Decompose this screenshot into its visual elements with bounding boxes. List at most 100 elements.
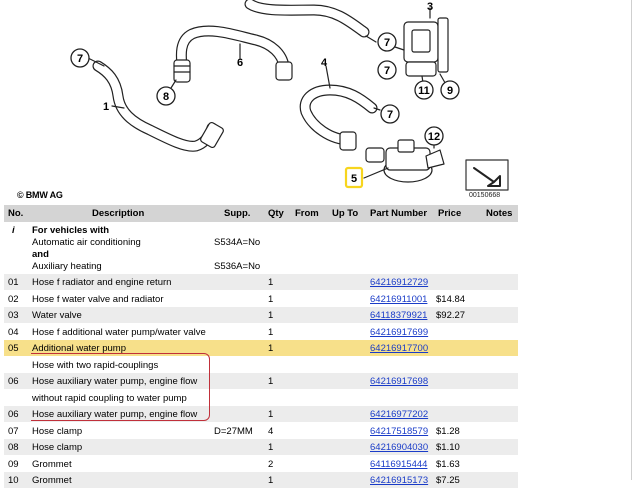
svg-text:7: 7	[384, 37, 390, 49]
row-number: 04	[8, 326, 19, 338]
row-description: Additional water pump	[32, 343, 126, 354]
row-number: 08	[8, 442, 19, 453]
row-supplement: D=27MM	[214, 425, 253, 437]
row-quantity: 1	[268, 442, 274, 453]
callout-11[interactable]: 11	[414, 80, 434, 100]
svg-text:7: 7	[387, 109, 393, 121]
table-row[interactable]: 04 Hose f additional water pump/water val…	[4, 324, 518, 340]
table-row[interactable]: 06 Hose auxiliary water pump, engine flow…	[4, 373, 518, 389]
col-upto-header: Up To	[332, 208, 359, 219]
row-quantity: 1	[268, 409, 274, 420]
svg-text:7: 7	[77, 53, 83, 65]
part-number-link[interactable]: 64216917700	[370, 343, 429, 354]
row-quantity: 4	[268, 425, 274, 437]
condition-aux-heating-code: S536A=No	[214, 261, 261, 272]
row-number: 03	[8, 310, 19, 321]
row-quantity: 1	[268, 293, 274, 305]
row-description: Hose f water valve and radiator	[32, 293, 164, 305]
part-number-link[interactable]: 64118379921	[370, 310, 428, 321]
row-quantity: 1	[268, 343, 274, 354]
col-part-header: Part Number	[370, 208, 428, 219]
row-number: 06	[8, 376, 19, 387]
col-price-header: Price	[438, 208, 462, 219]
row-quantity: 1	[268, 376, 274, 387]
callout-7-c[interactable]: 7	[380, 104, 400, 124]
row-description: Hose auxiliary water pump, engine flow	[32, 376, 198, 387]
svg-text:5: 5	[351, 173, 357, 185]
condition-ac-code: S534A=No	[214, 237, 261, 248]
part-number-link[interactable]: 64216904030	[370, 442, 429, 453]
vehicle-condition-block: i For vehicles with Automatic air condit…	[4, 222, 518, 274]
callout-9[interactable]: 9	[440, 80, 460, 100]
callout-5-highlighted[interactable]: 5	[344, 166, 364, 189]
callout-7-d[interactable]: 7	[377, 60, 397, 80]
callout-7-a[interactable]: 7	[70, 48, 90, 68]
row-description: Water valve	[32, 310, 82, 321]
table-row[interactable]: without rapid coupling to water pump	[4, 390, 518, 406]
row-description: Hose with two rapid-couplings	[32, 359, 159, 371]
part-number-link[interactable]: 64216917698	[370, 376, 429, 387]
row-description: without rapid coupling to water pump	[32, 392, 187, 404]
callout-12[interactable]: 12	[424, 126, 444, 146]
parts-diagram: 7 7 6 4 7 7 8 1 3 11 9 12 5 © BMW AG 001…	[0, 0, 520, 204]
col-notes-header: Notes	[486, 208, 513, 219]
row-quantity: 1	[268, 475, 274, 486]
col-qty-header: Qty	[268, 208, 284, 219]
col-supp-header: Supp.	[224, 208, 251, 219]
col-no-header: No.	[8, 208, 24, 219]
part-number-link[interactable]: 64216912729	[370, 277, 429, 288]
svg-text:12: 12	[428, 131, 440, 143]
table-header: No. Description Supp. Qty From Up To Par…	[4, 205, 518, 222]
svg-text:6: 6	[237, 57, 243, 69]
callout-3[interactable]: 3	[427, 1, 433, 13]
table-row[interactable]: Hose with two rapid-couplings	[4, 357, 518, 373]
row-number: 10	[8, 475, 19, 486]
col-description-header: Description	[92, 208, 145, 219]
copyright-text: © BMW AG	[17, 190, 63, 200]
callout-1[interactable]: 1	[103, 101, 109, 113]
row-description: Grommet	[32, 458, 72, 470]
row-description: Hose f radiator and engine return	[32, 277, 172, 288]
svg-text:11: 11	[418, 85, 430, 97]
row-number: 01	[8, 277, 19, 288]
row-number: 05	[8, 343, 19, 354]
row-number: 06	[8, 409, 19, 420]
condition-and: and	[32, 249, 49, 260]
part-number-link[interactable]: 64216917699	[370, 326, 429, 338]
row-price: $14.84	[436, 293, 466, 305]
condition-aux-heating: Auxiliary heating	[32, 261, 102, 272]
row-price: $1.10	[436, 442, 460, 453]
part-number-link[interactable]: 64216911001	[370, 293, 428, 305]
callout-6[interactable]: 6	[237, 57, 243, 69]
table-row-selected[interactable]: 05 Additional water pump 1 64216917700	[4, 340, 518, 356]
row-description: Hose f additional water pump/water valve	[32, 326, 206, 338]
row-description: Hose clamp	[32, 425, 83, 437]
callout-7-b[interactable]: 7	[377, 32, 397, 52]
part-number-link[interactable]: 64116915444	[370, 458, 428, 470]
condition-ac: Automatic air conditioning	[32, 237, 141, 248]
callout-4[interactable]: 4	[321, 57, 328, 69]
svg-text:1: 1	[103, 101, 109, 113]
row-number: 09	[8, 458, 19, 470]
row-quantity: 2	[268, 458, 274, 470]
row-number: 07	[8, 425, 19, 437]
part-number-link[interactable]: 64216977202	[370, 409, 429, 420]
svg-text:7: 7	[384, 65, 390, 77]
svg-text:3: 3	[427, 1, 433, 13]
part-number-link[interactable]: 64217518579	[370, 425, 429, 437]
svg-text:8: 8	[163, 91, 169, 103]
page-edge-divider	[631, 0, 632, 480]
part-number-link[interactable]: 64216915173	[370, 475, 429, 486]
callout-8[interactable]: 8	[156, 86, 176, 106]
svg-text:4: 4	[321, 57, 328, 69]
info-icon: i	[12, 225, 15, 236]
